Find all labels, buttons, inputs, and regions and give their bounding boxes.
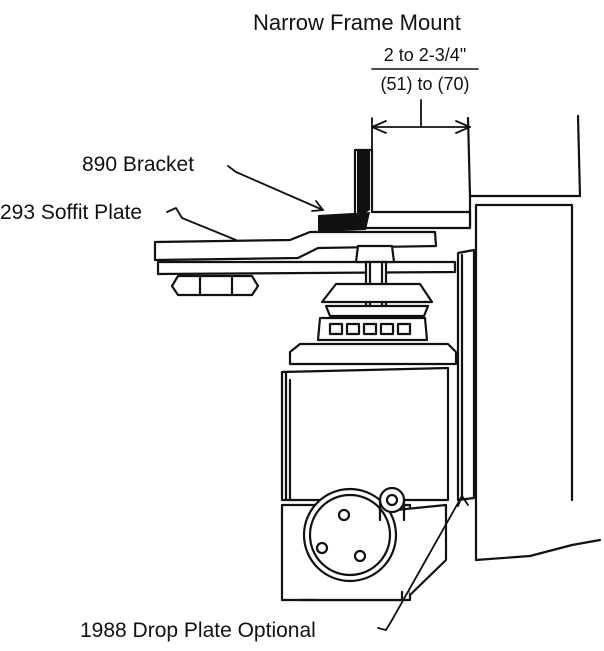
- nuts: [170, 274, 260, 297]
- callout-soffit-plate: 293 Soffit Plate: [0, 201, 143, 224]
- closer-body: [280, 342, 458, 602]
- center-bolt: [320, 244, 434, 318]
- dimension-imperial: 2 to 2-3/4": [383, 45, 467, 65]
- bracket-890: [318, 148, 472, 232]
- door-frame: [466, 114, 602, 562]
- pinion-cover: [302, 486, 406, 583]
- dimension-metric: (51) to (70): [380, 74, 470, 94]
- drop-plate: [456, 248, 476, 502]
- mounting-lugs: [316, 316, 429, 342]
- dimension-line: [371, 99, 471, 201]
- leader-lines: [166, 165, 469, 631]
- callout-drop-plate: 1988 Drop Plate Optional: [80, 619, 316, 642]
- callout-bracket: 890 Bracket: [82, 153, 195, 176]
- page-title: Narrow Frame Mount: [253, 10, 461, 35]
- soffit-plate-293: [153, 230, 457, 276]
